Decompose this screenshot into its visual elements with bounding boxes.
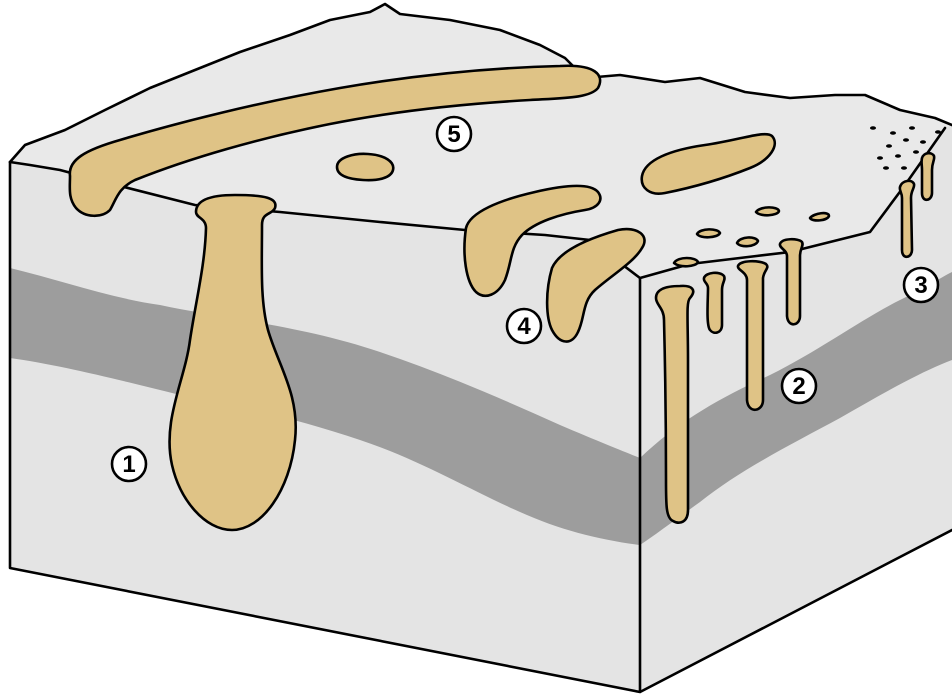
marker-3-label: 3 bbox=[914, 272, 927, 299]
marker-4-label: 4 bbox=[517, 313, 531, 340]
marker-3: 3 bbox=[904, 268, 938, 302]
marker-5: 5 bbox=[437, 117, 471, 151]
burrow-opening-3 bbox=[697, 229, 720, 237]
burrow-surface-oval bbox=[337, 154, 393, 180]
marker-2-label: 2 bbox=[792, 373, 805, 400]
burrow-opening-5 bbox=[674, 258, 698, 266]
burrow-corner-tube-b bbox=[922, 153, 935, 200]
marker-1: 1 bbox=[112, 447, 146, 481]
marker-2: 2 bbox=[782, 369, 816, 403]
burrow-opening-4 bbox=[737, 237, 758, 246]
marker-4: 4 bbox=[507, 309, 541, 343]
burrow-opening-1 bbox=[756, 207, 779, 215]
burrow-corner-tube-a bbox=[900, 181, 914, 257]
marker-5-label: 5 bbox=[447, 121, 460, 148]
marker-1-label: 1 bbox=[122, 451, 135, 478]
burrow-opening-2 bbox=[810, 213, 829, 220]
